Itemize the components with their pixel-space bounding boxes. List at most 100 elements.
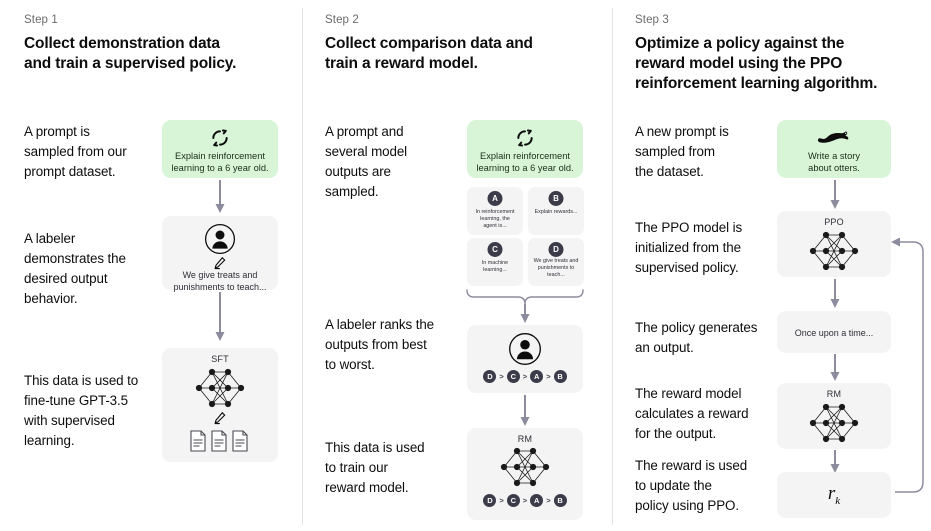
option-a-badge: A (487, 191, 503, 206)
step-2-rm-ranking: D > C > A > B (467, 494, 583, 507)
step-2-caption-3: This data is used to train our reward mo… (325, 440, 425, 495)
merge-brace-arrow (466, 289, 584, 323)
step-3-output-card[interactable]: Once upon a time... (777, 311, 891, 353)
rank-badge-1: D (483, 494, 497, 507)
step-3-ppo-card[interactable]: PPO (777, 211, 891, 277)
feedback-loop-arrow (891, 237, 924, 493)
arrow-step3-3 (830, 354, 840, 381)
step-3-reward-card[interactable]: rk (777, 472, 891, 518)
pencil-icon (213, 411, 227, 425)
step-2-column: Step 2 Collect comparison data and train… (303, 0, 613, 531)
rank-gt: > (499, 496, 504, 505)
output-option-a[interactable]: A In reinforcement learning, the agent i… (467, 187, 523, 235)
step-3-prompt-card[interactable]: Write a story about otters. (777, 120, 891, 178)
rank-badge-2: C (506, 494, 520, 507)
step-3-prompt-text: Write a story about otters. (807, 151, 860, 173)
refresh-cycle-icon (515, 128, 535, 148)
output-option-b[interactable]: B Explain rewards... (528, 187, 584, 235)
rank-gt: > (546, 372, 551, 381)
arrow-step1-2 (215, 292, 225, 341)
neural-network-icon (191, 366, 249, 410)
arrow-step2-2 (520, 395, 530, 426)
step-1-title-line-2: and train a supervised policy. (24, 55, 237, 72)
person-icon (508, 332, 542, 366)
neural-network-icon (805, 229, 863, 273)
output-option-c[interactable]: C In machine learning... (467, 238, 523, 286)
output-option-d[interactable]: D We give treats and punishments to teac… (528, 238, 584, 286)
arrow-step3-1 (830, 180, 840, 209)
step-3-caption-3: The policy generates an output. (635, 320, 758, 355)
step-1-title: Collect demonstration data and train a s… (24, 34, 294, 74)
neural-network-icon (496, 445, 554, 489)
step-3-caption-5: The reward is used to update the policy … (635, 458, 748, 513)
step-2-labeler-card[interactable]: D > C > A > B (467, 325, 583, 393)
rank-badge-1: D (483, 370, 497, 383)
option-c-text: In machine learning... (481, 260, 509, 273)
step-1-labeler-text: We give treats and punishments to teach.… (173, 270, 267, 292)
step-1-label: Step 1 (24, 14, 58, 26)
step-2-label: Step 2 (325, 14, 359, 26)
step-1-column: Step 1 Collect demonstration data and tr… (0, 0, 303, 531)
step-1-title-line-1: Collect demonstration data (24, 35, 220, 52)
documents-icon (189, 429, 251, 453)
neural-network-icon (805, 401, 863, 445)
otter-icon (816, 129, 852, 146)
step-3-caption-1: A new prompt is sampled from the dataset… (635, 124, 729, 179)
option-a-text: In reinforcement learning, the agent is.… (475, 209, 515, 229)
step-3-ppo-label: PPO (824, 217, 844, 227)
step-2-caption-2: A labeler ranks the outputs from best to… (325, 317, 435, 372)
column-divider-1 (302, 8, 303, 525)
column-divider-2 (612, 8, 613, 525)
step-3-title-line-2: reward model using the PPO (635, 55, 843, 72)
step-2-prompt-text: Explain reinforcement learning to a 6 ye… (476, 151, 574, 173)
reward-symbol: rk (777, 483, 891, 507)
rank-gt: > (499, 372, 504, 381)
pencil-icon (213, 256, 227, 270)
step-2-caption-1: A prompt and several model outputs are s… (325, 124, 408, 199)
rank-badge-3: A (530, 370, 544, 383)
step-1-sft-label: SFT (211, 354, 229, 364)
arrow-step1-1 (215, 180, 225, 213)
rank-gt: > (522, 372, 528, 381)
step-3-column: Step 3 Optimize a policy against the rew… (613, 0, 931, 531)
step-1-labeler-card[interactable]: We give treats and punishments to teach.… (162, 216, 278, 292)
step-3-title-line-3: reinforcement learning algorithm. (635, 75, 878, 92)
step-3-caption-2: The PPO model is initialized from the su… (635, 220, 743, 275)
step-3-title: Optimize a policy against the reward mod… (635, 34, 925, 94)
step-1-sft-card[interactable]: SFT (162, 348, 278, 462)
option-c-badge: C (487, 242, 503, 257)
rank-badge-2: C (506, 370, 520, 383)
option-d-text: We give treats and punishments to teach.… (533, 258, 579, 278)
arrow-step3-4 (830, 450, 840, 473)
option-d-badge: D (548, 242, 564, 257)
step-3-title-line-1: Optimize a policy against the (635, 35, 845, 52)
step-2-title-line-1: Collect comparison data and (325, 35, 533, 52)
person-icon (204, 223, 236, 255)
step-3-label: Step 3 (635, 14, 669, 26)
step-2-labeler-ranking: D > C > A > B (467, 370, 583, 383)
step-3-rm-label: RM (826, 389, 842, 399)
option-b-badge: B (548, 191, 564, 206)
rank-gt: > (522, 496, 528, 505)
step-2-title: Collect comparison data and train a rewa… (325, 34, 605, 74)
reward-symbol-base: r (827, 483, 836, 504)
step-2-rm-label: RM (517, 434, 533, 444)
option-b-text: Explain rewards... (534, 209, 578, 215)
step-1-caption-2: A labeler demonstrates the desired outpu… (24, 231, 126, 306)
rank-badge-4: B (553, 494, 567, 507)
step-2-prompt-card[interactable]: Explain reinforcement learning to a 6 ye… (467, 120, 583, 178)
step-1-caption-1: A prompt is sampled from our prompt data… (24, 124, 127, 179)
step-2-rm-card[interactable]: RM D > C > A > (467, 428, 583, 520)
step-1-caption-3: This data is used to fine-tune GPT-3.5 w… (24, 373, 139, 448)
step-1-prompt-text: Explain reinforcement learning to a 6 ye… (171, 151, 269, 173)
step-3-caption-4: The reward model calculates a reward for… (635, 386, 749, 441)
step-3-rm-card[interactable]: RM (777, 383, 891, 449)
arrow-step3-2 (830, 279, 840, 308)
refresh-cycle-icon (210, 128, 230, 148)
rank-badge-4: B (553, 370, 567, 383)
reward-symbol-subscript: k (835, 494, 841, 507)
step-1-prompt-card[interactable]: Explain reinforcement learning to a 6 ye… (162, 120, 278, 178)
rank-gt: > (546, 496, 551, 505)
rank-badge-3: A (530, 494, 544, 507)
